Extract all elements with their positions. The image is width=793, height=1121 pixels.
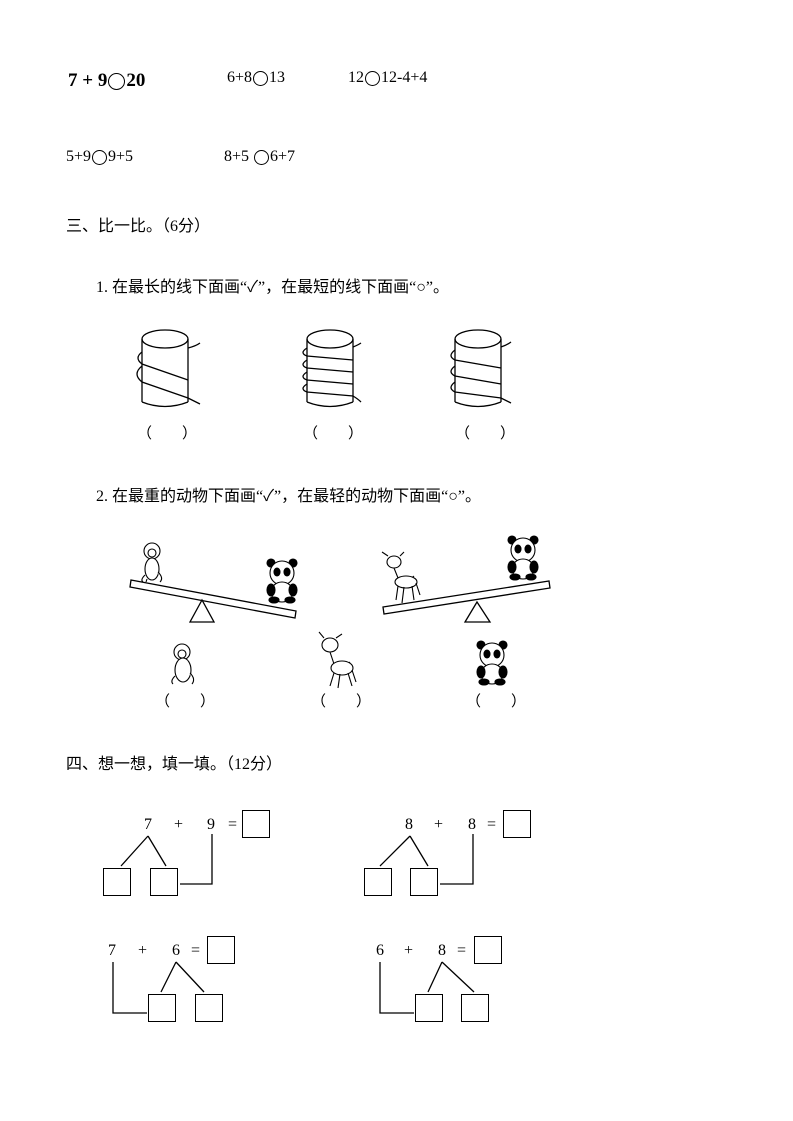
operator: +: [434, 816, 444, 833]
addend: 8: [468, 816, 476, 833]
compare-right: 13: [269, 69, 286, 86]
answer-box[interactable]: [103, 868, 131, 896]
operator: +: [404, 942, 414, 959]
operator: +: [138, 942, 148, 959]
operator: +: [174, 816, 184, 833]
question-text: 2. 在最重的动物下面画“✓”，在最轻的动物下面画“○”。: [96, 488, 481, 505]
section-title: 三、比一比。（6分）: [66, 218, 211, 235]
section-title: 四、想一想，填一填。（12分）: [66, 756, 283, 773]
answer-circle[interactable]: [92, 149, 108, 165]
compare-left: 12: [348, 69, 364, 86]
answer-box[interactable]: [150, 868, 178, 896]
compare-right: 6+7: [270, 148, 296, 165]
deer-icon: [381, 551, 421, 604]
answer-paren[interactable]: （ ）: [155, 694, 216, 710]
panda-icon: [266, 558, 298, 604]
compare-item: 6+8 13: [227, 69, 285, 87]
compare-left: 7 + 9: [68, 70, 108, 91]
cylinder-coil-icon: [302, 329, 362, 408]
cylinder-coil-icon: [136, 329, 201, 408]
compare-left: 6+8: [227, 69, 253, 86]
compare-item: 7 + 9 20: [68, 70, 145, 92]
panda-icon: [507, 535, 539, 581]
compare-right: 12-4+4: [381, 69, 428, 86]
equals: =: [487, 816, 497, 833]
decompose-lines: [112, 834, 475, 1014]
addend: 7: [108, 942, 116, 959]
equals: =: [228, 816, 238, 833]
answer-paren[interactable]: （ ）: [466, 694, 527, 710]
answer-paren[interactable]: （ ）: [455, 426, 516, 442]
cylinder-coil-icon: [450, 329, 512, 408]
answer-box[interactable]: [415, 994, 443, 1022]
monkey-icon: [141, 542, 163, 583]
compare-left: 5+9: [66, 148, 92, 165]
answer-box[interactable]: [195, 994, 223, 1022]
addend: 6: [376, 942, 384, 959]
compare-item: 5+9 9+5: [66, 148, 133, 166]
compare-item: 8+5 6+7: [224, 148, 295, 166]
answer-box[interactable]: [207, 936, 235, 964]
deer-icon: [318, 631, 357, 689]
answer-box[interactable]: [503, 810, 531, 838]
answer-circle[interactable]: [253, 70, 269, 86]
compare-item: 12 12-4+4: [348, 69, 427, 87]
compare-left: 8+5: [224, 148, 254, 165]
answer-paren[interactable]: （ ）: [311, 694, 372, 710]
answer-circle[interactable]: [365, 70, 380, 86]
addend: 8: [438, 942, 446, 959]
answer-circle[interactable]: [254, 149, 270, 165]
answer-box[interactable]: [364, 868, 392, 896]
panda-icon: [476, 640, 508, 686]
monkey-icon: [171, 643, 195, 685]
answer-paren[interactable]: （ ）: [137, 426, 198, 442]
seesaw-icon: [382, 580, 551, 623]
answer-box[interactable]: [474, 936, 502, 964]
addend: 6: [172, 942, 180, 959]
question-text: 1. 在最长的线下面画“✓”，在最短的线下面画“○”。: [96, 279, 449, 296]
answer-circle[interactable]: [108, 72, 126, 90]
answer-box[interactable]: [461, 994, 489, 1022]
addend: 7: [144, 816, 152, 833]
equals: =: [457, 942, 467, 959]
answer-box[interactable]: [148, 994, 176, 1022]
seesaw-icon: [129, 579, 297, 623]
answer-paren[interactable]: （ ）: [303, 426, 364, 442]
answer-box[interactable]: [410, 868, 438, 896]
addend: 8: [405, 816, 413, 833]
compare-right: 9+5: [108, 148, 134, 165]
addend: 9: [207, 816, 215, 833]
answer-box[interactable]: [242, 810, 270, 838]
equals: =: [191, 942, 201, 959]
compare-right: 20: [126, 70, 146, 91]
